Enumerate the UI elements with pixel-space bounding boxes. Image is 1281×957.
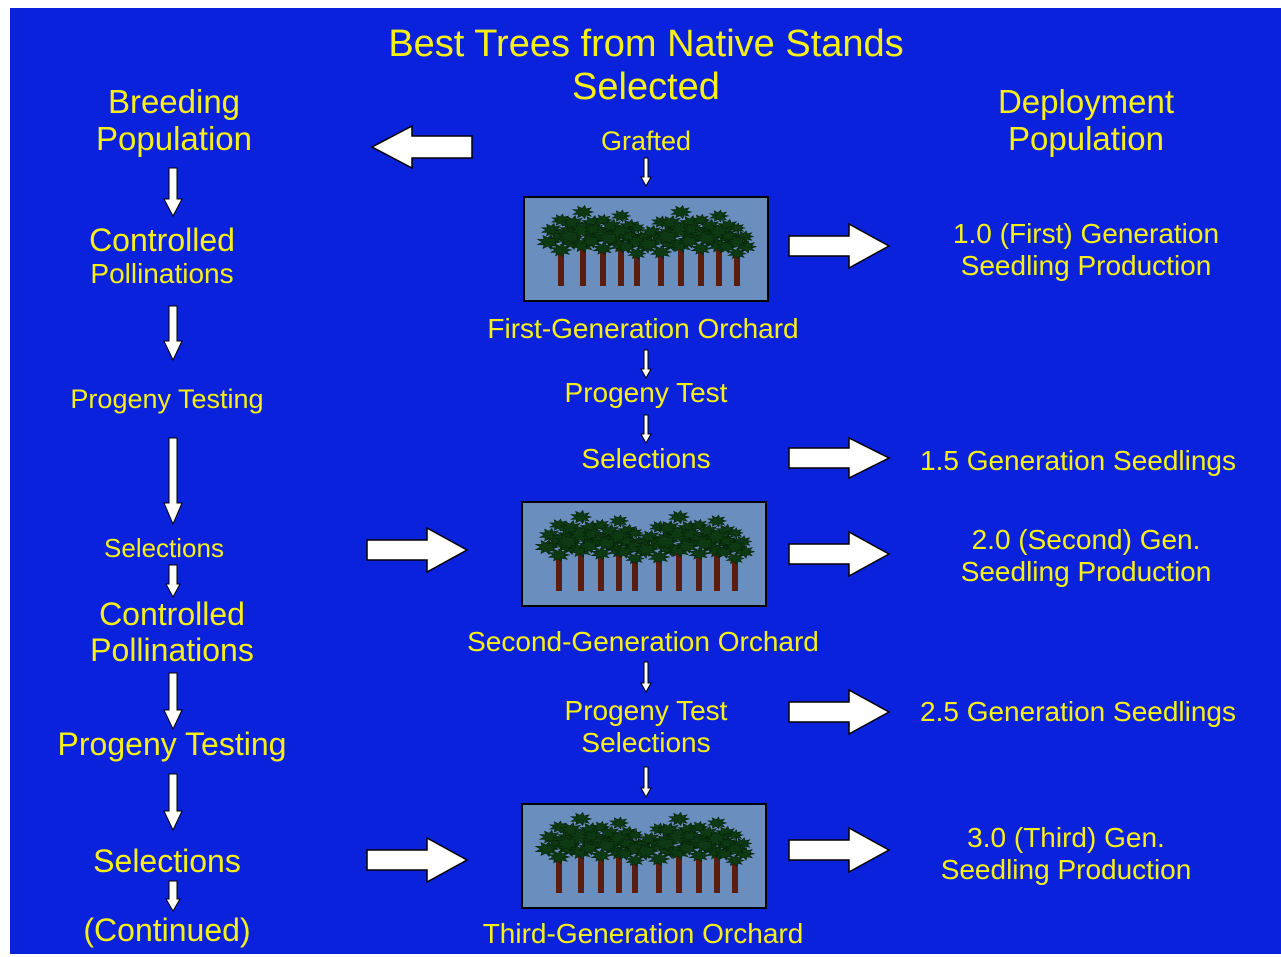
progeny-test-label-1: Progeny Test: [564, 377, 728, 408]
progeny-test-selections-label: Progeny Test Selections: [564, 695, 728, 758]
tree-icon: [534, 811, 755, 893]
arrow-down-left-1: [163, 167, 183, 218]
arrow-right-gen-1-0: [788, 222, 891, 270]
third-generation-orchard-label: Third-Generation Orchard: [482, 918, 804, 949]
second-generation-orchard-label: Second-Generation Orchard: [467, 626, 819, 657]
tree-icon: [536, 204, 757, 286]
arrow-down-center-2: [640, 349, 652, 380]
arrow-down-center-5: [640, 766, 652, 799]
arrow-right-gen-3-0: [788, 826, 891, 874]
diagram-title: Best Trees from Native Stands Selected: [346, 23, 946, 109]
selections-label-left-2: Selections: [93, 843, 241, 879]
selections-label-left-1: Selections: [104, 533, 224, 563]
arrow-down-left-4: [165, 564, 181, 599]
pine-tree: [716, 222, 757, 286]
arrow-down-left-2: [163, 305, 183, 362]
deployment-population-header: Deployment Population: [997, 83, 1175, 158]
third-generation-seedling-production: 3.0 (Third) Gen. Seedling Production: [940, 822, 1192, 885]
second-generation-seedling-production: 2.0 (Second) Gen. Seedling Production: [960, 524, 1212, 587]
controlled-pollinations-label-2: Controlled Pollinations: [90, 596, 254, 669]
generation-1-5-seedlings: 1.5 Generation Seedlings: [920, 445, 1236, 476]
arrow-down-left-6: [163, 773, 183, 832]
arrow-right-gen-2-0: [788, 530, 891, 578]
breeding-population-header: Breeding Population: [96, 83, 252, 158]
arrow-right-to-third-orchard: [366, 836, 469, 884]
continued-label: (Continued): [83, 912, 251, 948]
arrow-right-gen-1-5: [788, 436, 891, 480]
arrow-down-left-3: [163, 437, 183, 526]
grafted-label: Grafted: [600, 126, 692, 156]
title-line-1: Best Trees from Native Stands: [388, 23, 904, 65]
pine-tree: [714, 527, 755, 591]
pine-tree: [714, 829, 755, 893]
first-generation-orchard-label: First-Generation Orchard: [487, 313, 799, 344]
arrow-down-center-4: [640, 661, 652, 694]
selections-label-center: Selections: [581, 443, 711, 474]
arrow-down-left-7: [165, 880, 181, 912]
third-generation-orchard-box: [521, 803, 767, 909]
first-generation-seedling-production: 1.0 (First) Generation Seedling Producti…: [952, 218, 1220, 281]
generation-2-5-seedlings: 2.5 Generation Seedlings: [920, 696, 1236, 727]
progeny-testing-label-2: Progeny Testing: [57, 726, 287, 762]
second-generation-orchard-box: [521, 501, 767, 607]
controlled-pollinations-label-1: Controlled Pollinations: [89, 222, 235, 290]
tree-icon: [534, 509, 755, 591]
arrow-down-center-3: [640, 414, 652, 445]
arrow-right-to-second-orchard: [366, 526, 469, 574]
arrow-down-left-5: [163, 672, 183, 731]
arrow-right-gen-2-5: [788, 688, 891, 736]
arrow-left-to-breeding: [370, 124, 473, 170]
arrow-down-center-1: [640, 157, 652, 188]
progeny-testing-label-1: Progeny Testing: [70, 384, 264, 414]
first-generation-orchard-box: [523, 196, 769, 302]
title-line-2: Selected: [572, 65, 720, 108]
